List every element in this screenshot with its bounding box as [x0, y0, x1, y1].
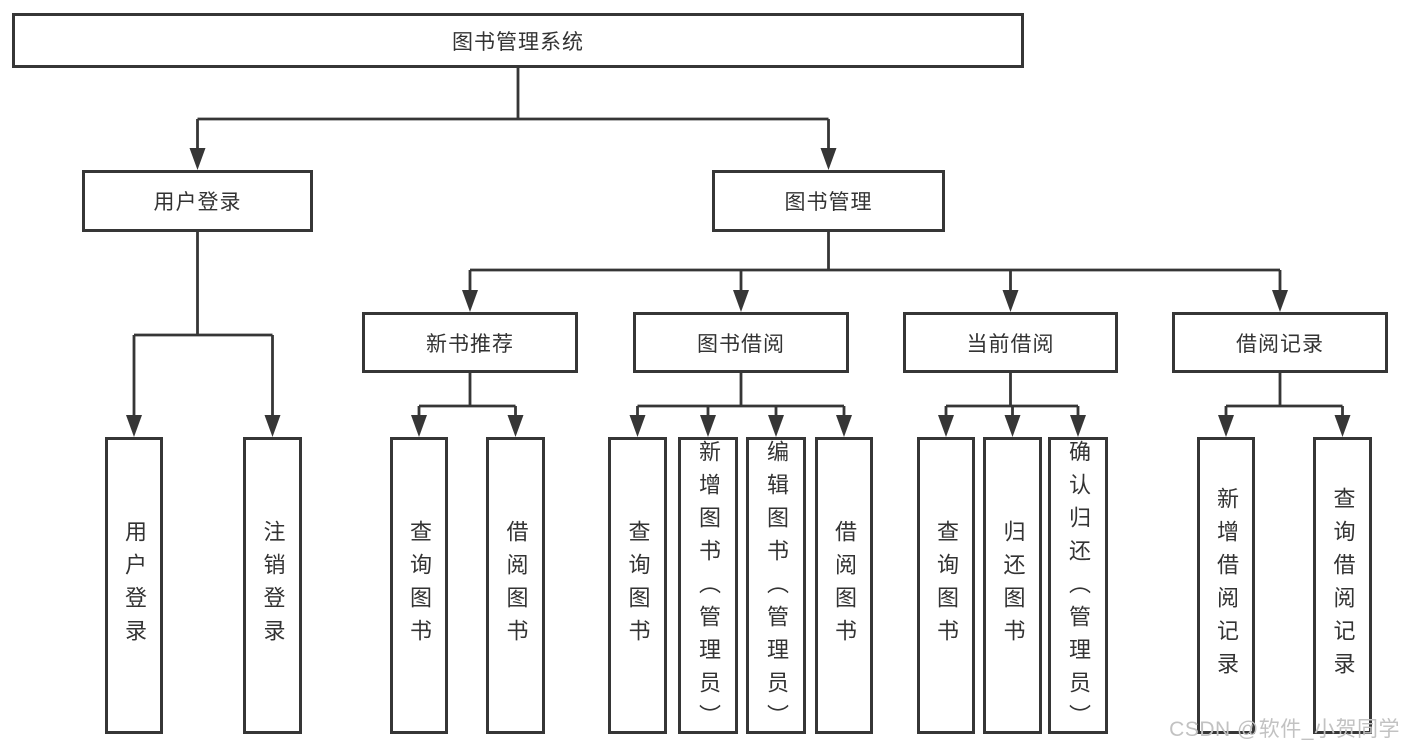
node-borrowing-records: 借阅记录 [1172, 312, 1388, 373]
node-root: 图书管理系统 [12, 13, 1024, 68]
leaf-query-books-current-label: 查询图书 [934, 519, 959, 652]
leaf-borrow-books-recommend-label: 借阅图书 [503, 519, 529, 652]
leaf-confirm-return-admin-label: 确认归还（管理员） [1066, 440, 1091, 737]
leaf-user-login: 用户登录 [105, 437, 163, 734]
leaf-query-books-borrowing: 查询图书 [608, 437, 667, 734]
leaf-logout-label: 注销登录 [260, 519, 286, 652]
leaf-edit-book-admin: 编辑图书（管理员） [746, 437, 806, 737]
leaf-return-book: 归还图书 [983, 437, 1042, 734]
node-current-borrowing: 当前借阅 [903, 312, 1118, 373]
leaf-confirm-return-admin: 确认归还（管理员） [1048, 437, 1108, 737]
leaf-query-books-recommend-label: 查询图书 [407, 519, 432, 652]
leaf-add-book-admin-label: 新增图书（管理员） [696, 440, 721, 737]
leaf-logout: 注销登录 [243, 437, 302, 734]
watermark: CSDN @软件_小贺同学 [1169, 718, 1400, 741]
node-book-management: 图书管理 [712, 170, 945, 232]
node-new-book-recommendation: 新书推荐 [362, 312, 578, 373]
leaf-add-borrow-record-label: 新增借阅记录 [1214, 486, 1239, 685]
leaf-edit-book-admin-label: 编辑图书（管理员） [764, 440, 789, 737]
leaf-borrow-books: 借阅图书 [815, 437, 873, 734]
leaf-borrow-books-label: 借阅图书 [832, 519, 857, 652]
leaf-query-borrow-record-label: 查询借阅记录 [1330, 486, 1356, 685]
node-book-borrowing: 图书借阅 [633, 312, 849, 373]
leaf-add-book-admin: 新增图书（管理员） [678, 437, 738, 737]
leaf-query-books-current: 查询图书 [917, 437, 975, 734]
leaf-add-borrow-record: 新增借阅记录 [1197, 437, 1255, 734]
leaf-user-login-label: 用户登录 [122, 519, 147, 652]
node-user-login: 用户登录 [82, 170, 313, 232]
leaf-query-borrow-record: 查询借阅记录 [1313, 437, 1372, 734]
arrowhead-group [126, 148, 1351, 437]
leaf-query-books-borrowing-label: 查询图书 [625, 519, 651, 652]
leaf-return-book-label: 归还图书 [1000, 519, 1026, 652]
leaf-query-books-recommend: 查询图书 [390, 437, 448, 734]
leaf-borrow-books-recommend: 借阅图书 [486, 437, 545, 734]
